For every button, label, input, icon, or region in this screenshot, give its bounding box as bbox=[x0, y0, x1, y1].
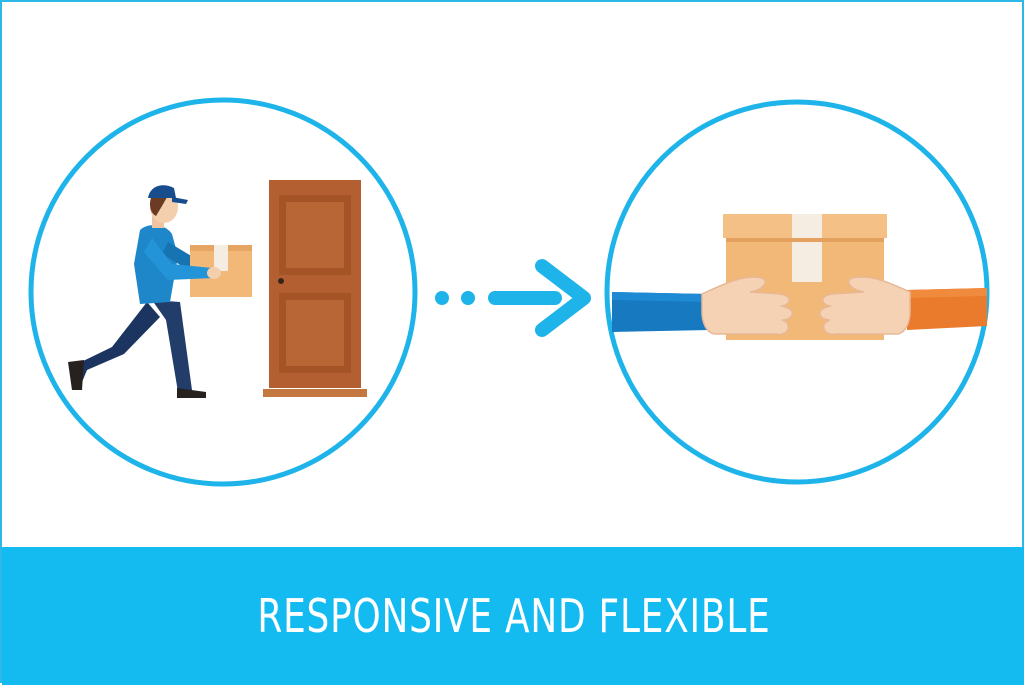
illustration-scene bbox=[28, 97, 990, 487]
courier-delivering-package-icon bbox=[28, 97, 418, 487]
courier-figure bbox=[68, 185, 252, 398]
package-box-icon bbox=[190, 245, 252, 297]
banner-title: RESPONSIVE AND FLEXIBLE bbox=[257, 589, 771, 643]
door-icon bbox=[263, 180, 367, 397]
title-banner: RESPONSIVE AND FLEXIBLE bbox=[2, 547, 1024, 685]
dotted-arrow-right-icon bbox=[435, 259, 591, 337]
hands-exchanging-package-icon bbox=[604, 99, 990, 485]
